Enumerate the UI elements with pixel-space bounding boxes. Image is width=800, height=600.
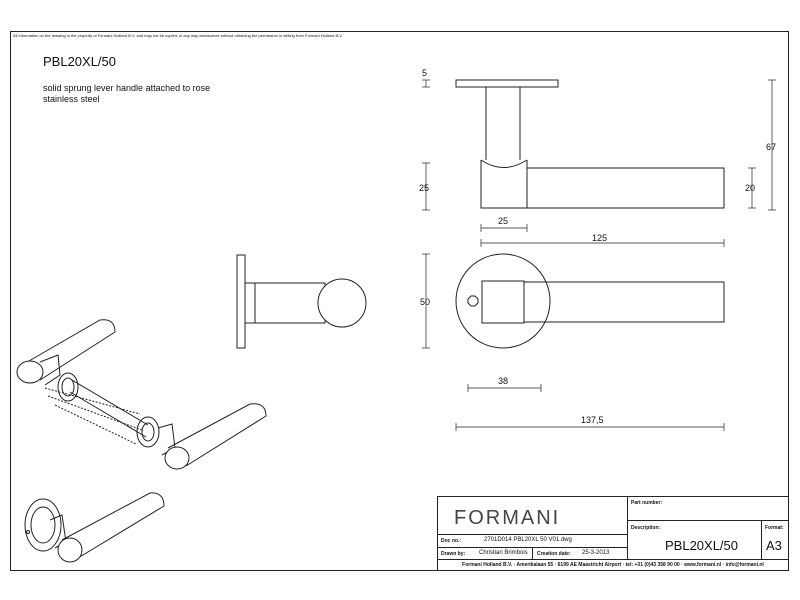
iso-lever-2-end xyxy=(164,446,190,470)
title-block: FORMANI Part number: Doc no.: 2701D014 P… xyxy=(437,496,789,571)
dim-overall-length: 137,5 xyxy=(581,415,604,425)
copyright-notice: All information on the drawing is the pr… xyxy=(13,33,343,38)
creation-date-value: 25-3-2013 xyxy=(582,550,610,556)
part-number-label: Part number: xyxy=(631,500,663,506)
dim-rose-diameter: 50 xyxy=(420,297,430,307)
dim-rose-offset-lines xyxy=(467,384,542,392)
dim-overall-height-lines xyxy=(768,79,776,211)
description-line-1: solid sprung lever handle attached to ro… xyxy=(43,83,211,93)
iso-lever-1-body xyxy=(21,319,116,381)
company-footer: Formani Holland B.V. · Amerikalaan 55 · … xyxy=(462,562,764,568)
iso-rose-1 xyxy=(57,372,79,402)
drawn-by-label: Drawn by: xyxy=(441,551,466,557)
iso-rose-1-inner xyxy=(61,377,75,397)
product-description: solid sprung lever handle attached to ro… xyxy=(43,83,210,105)
dim-rose-diameter-lines xyxy=(422,253,430,349)
dim-lever-diameter: 20 xyxy=(745,183,755,193)
description-label: Description: xyxy=(631,525,661,531)
front-neck-square xyxy=(481,280,525,324)
part-number-cell: Part number: xyxy=(628,497,788,521)
side-rose-plate xyxy=(455,79,559,88)
end-lever-circle xyxy=(317,278,367,328)
doc-number-label: Doc no.: xyxy=(441,538,461,544)
front-rose xyxy=(455,253,551,349)
iso-single-lever xyxy=(61,492,165,559)
side-view xyxy=(422,79,776,247)
iso-lever-1-end xyxy=(16,360,44,384)
front-lever xyxy=(523,281,725,323)
dim-overall-length-lines xyxy=(455,423,725,431)
isometric-single-view xyxy=(24,492,165,563)
dim-neck-width: 25 xyxy=(498,216,508,226)
dim-lever-length: 125 xyxy=(592,233,607,243)
iso-spindle-bottom xyxy=(69,391,147,438)
end-rose-plate xyxy=(236,254,246,349)
iso-lever-1-neck xyxy=(39,354,61,386)
iso-lever-2-body xyxy=(167,403,267,467)
format-value: A3 xyxy=(766,538,782,553)
hex-screw-icon xyxy=(467,295,479,307)
dim-rose-thickness: 5 xyxy=(422,68,427,78)
description-cell: Description: PBL20XL/50 xyxy=(628,521,762,560)
dim-lever-length-lines xyxy=(480,239,725,247)
dim-overall-height: 67 xyxy=(766,142,776,152)
drawn-by-value: Christian Brimbois xyxy=(479,550,528,556)
iso-screw-2 xyxy=(47,395,143,431)
doc-number-row: Doc no.: 2701D014 PBL20XL 50 V01.dwg xyxy=(438,535,628,548)
iso-spindle-top xyxy=(71,379,149,426)
dim-rose-offset: 38 xyxy=(498,376,508,386)
description-value: PBL20XL/50 xyxy=(665,538,739,553)
iso-screw-1 xyxy=(44,387,141,415)
format-label: Format: xyxy=(765,525,784,531)
creation-date-label: Creation date: xyxy=(537,551,571,557)
iso-screw-3 xyxy=(54,404,137,445)
end-view xyxy=(236,254,367,349)
doc-number-value: 2701D014 PBL20XL 50 V01.dwg xyxy=(484,537,572,543)
side-lever xyxy=(526,167,725,209)
dim-lever-diameter-lines xyxy=(748,167,756,209)
iso-single-screw-icon xyxy=(26,530,30,534)
dim-neck-height-lines xyxy=(422,162,430,211)
drawn-by-row: Drawn by: Christian Brimbois xyxy=(438,548,533,560)
iso-single-rose xyxy=(24,498,62,552)
side-neck-curve xyxy=(480,159,528,168)
logo-cell: FORMANI xyxy=(438,497,628,535)
iso-rose-2 xyxy=(136,416,160,448)
description-line-2: stainless steel xyxy=(43,94,100,104)
dim-neck-width-lines xyxy=(480,224,528,232)
drawing-frame xyxy=(10,31,789,571)
model-heading: PBL20XL/50 xyxy=(43,54,117,69)
iso-single-rose-inner xyxy=(30,506,56,544)
formani-logo: FORMANI xyxy=(454,507,561,529)
iso-rose-2-inner xyxy=(141,422,155,442)
isometric-assembly-view xyxy=(16,319,267,470)
front-view xyxy=(422,253,725,431)
dim-rose-thickness-lines xyxy=(422,79,430,88)
end-neck xyxy=(244,282,326,324)
creation-date-row: Creation date: 25-3-2013 xyxy=(533,548,628,560)
dim-neck-height: 25 xyxy=(419,183,429,193)
format-cell: Format: A3 xyxy=(762,521,788,560)
iso-single-lever-end xyxy=(57,537,83,563)
